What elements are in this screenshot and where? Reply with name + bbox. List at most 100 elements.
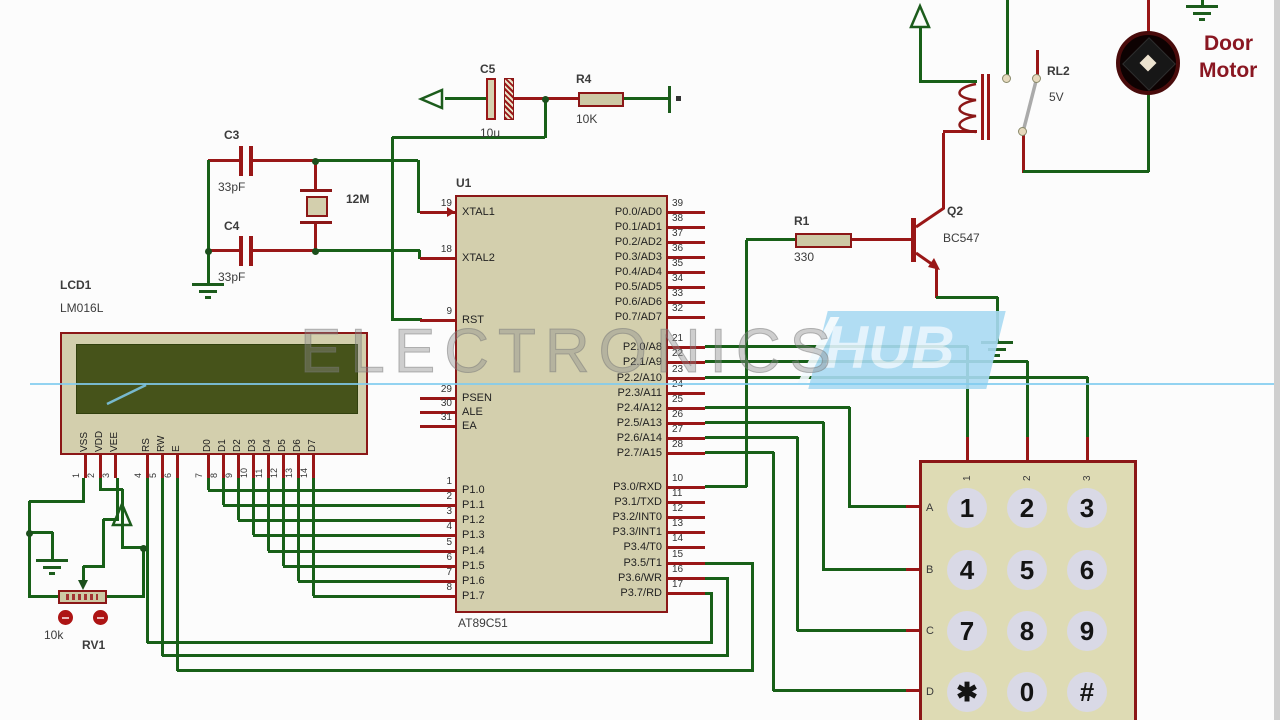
wire — [177, 669, 754, 672]
keypad-key-✱[interactable]: ✱ — [947, 672, 987, 712]
lcd-pin-name-D5: D5 — [277, 439, 288, 452]
mcu-part-label: AT89C51 — [458, 616, 508, 630]
lcd-pin-number-8: 8 — [209, 472, 219, 478]
wire — [208, 159, 241, 162]
keypad-key-5[interactable]: 5 — [1007, 550, 1047, 590]
mcu-pin-number-7: 7 — [446, 567, 452, 578]
wire — [1026, 437, 1029, 460]
wire — [996, 297, 999, 342]
pot-decrease-button[interactable] — [58, 610, 73, 625]
wire — [726, 578, 729, 656]
wire — [849, 505, 907, 508]
wire — [28, 501, 31, 598]
relay-value-label: 5V — [1049, 90, 1064, 104]
wire — [161, 477, 164, 656]
wire — [1147, 94, 1150, 172]
mcu-pin-stub-P2.1/A9 — [668, 361, 705, 364]
mcu-pin-stub-P1.4 — [420, 550, 455, 553]
wire — [920, 80, 977, 83]
mcu-pin-stub-P1.3 — [420, 534, 455, 537]
mcu-pin-number-35: 35 — [672, 258, 684, 269]
keypad-key-6[interactable]: 6 — [1067, 550, 1107, 590]
mcu-pin-stub-P3.1/TXD — [668, 501, 705, 504]
wire — [99, 478, 102, 491]
ground-icon — [192, 283, 224, 286]
keypad-key-8[interactable]: 8 — [1007, 611, 1047, 651]
wire — [251, 249, 315, 252]
wire — [83, 565, 104, 568]
mcu-pin-stub-P0.4/AD4 — [668, 271, 705, 274]
mcu-pin-name-P0.5/AD5: P0.5/AD5 — [614, 281, 662, 293]
mcu-pin-number-1: 1 — [446, 476, 452, 487]
relay-contact-terminal-common — [1002, 74, 1011, 83]
mcu-pin-number-33: 33 — [672, 288, 684, 299]
lcd-pin-number-10: 10 — [239, 467, 249, 478]
lcd-pin-name-E: E — [171, 445, 182, 452]
wire — [935, 267, 938, 298]
wire — [745, 240, 748, 487]
keypad-key-9[interactable]: 9 — [1067, 611, 1107, 651]
wire — [906, 505, 920, 508]
mcu-pin-name-EA: EA — [462, 420, 477, 432]
mcu-pin-name-P0.2/AD2: P0.2/AD2 — [614, 236, 662, 248]
terminal-dot-icon — [676, 96, 681, 101]
mcu-pin-number-2: 2 — [446, 491, 452, 502]
r1-ref-label: R1 — [794, 214, 810, 228]
lcd-pin-number-11: 11 — [254, 468, 264, 478]
mcu-pin-stub-P2.3/A11 — [668, 392, 705, 395]
mcu-pin-number-5: 5 — [446, 537, 452, 548]
mcu-pin-name-P0.1/AD1: P0.1/AD1 — [614, 221, 662, 233]
lcd-pin-stub-D3 — [252, 455, 255, 478]
ground-icon — [981, 341, 1013, 344]
wire — [82, 478, 85, 503]
keypad-key-1[interactable]: 1 — [947, 488, 987, 528]
mcu-pin-stub-P0.0/AD0 — [668, 211, 705, 214]
door-motor-label-line1: Door — [1204, 32, 1253, 55]
mcu-pin-stub-XTAL2 — [420, 257, 455, 260]
keypad-key-4[interactable]: 4 — [947, 550, 987, 590]
keypad-row-label-D: D — [926, 686, 934, 698]
lcd-pin-number-14: 14 — [299, 467, 309, 478]
wire — [773, 689, 907, 692]
keypad-key-2[interactable]: 2 — [1007, 488, 1047, 528]
wire — [797, 629, 907, 632]
power-arrow-relay-icon — [909, 2, 931, 29]
lcd-pin-stub-D1 — [222, 455, 225, 478]
wire — [1006, 0, 1009, 75]
pot-increase-button[interactable] — [93, 610, 108, 625]
wire — [705, 451, 774, 454]
wire — [703, 577, 729, 580]
mcu-pin-number-26: 26 — [672, 409, 684, 420]
lcd-pin-name-RW: RW — [156, 435, 167, 452]
ground-icon — [1199, 18, 1205, 21]
lcd-pin-stub-VEE — [114, 455, 117, 478]
wire — [51, 532, 54, 559]
mcu-pin-number-4: 4 — [446, 521, 452, 532]
mcu-pin-number-25: 25 — [672, 394, 684, 405]
keypad-key-#[interactable]: # — [1067, 672, 1107, 712]
ground-icon — [36, 559, 68, 562]
keypad-key-3[interactable]: 3 — [1067, 488, 1107, 528]
mcu-pin-name-XTAL2: XTAL2 — [462, 252, 495, 264]
mcu-pin-name-P1.4: P1.4 — [462, 545, 485, 557]
mcu-pin-name-P1.2: P1.2 — [462, 514, 485, 526]
mcu-pin-number-29: 29 — [440, 384, 452, 395]
mcu-pin-name-P1.3: P1.3 — [462, 529, 485, 541]
lcd-pin-stub-VSS — [84, 455, 87, 478]
mcu-pin-name-RST: RST — [462, 314, 484, 326]
ground-icon — [988, 348, 1006, 351]
keypad-key-0[interactable]: 0 — [1007, 672, 1047, 712]
wire — [705, 436, 798, 439]
wire — [822, 422, 825, 571]
junction-dot — [205, 248, 212, 255]
mcu-pin-stub-P1.6 — [420, 580, 455, 583]
keypad-key-7[interactable]: 7 — [947, 611, 987, 651]
wire — [162, 654, 729, 657]
mcu-pin-stub-P2.7/A15 — [668, 452, 705, 455]
wire — [238, 519, 421, 522]
transistor-q2-base-bar — [911, 218, 916, 262]
lcd-pin-name-VSS: VSS — [79, 431, 90, 452]
lcd-pin-stub-D2 — [237, 455, 240, 478]
lcd-pin-number-5: 5 — [148, 472, 158, 478]
wire — [705, 360, 1028, 363]
